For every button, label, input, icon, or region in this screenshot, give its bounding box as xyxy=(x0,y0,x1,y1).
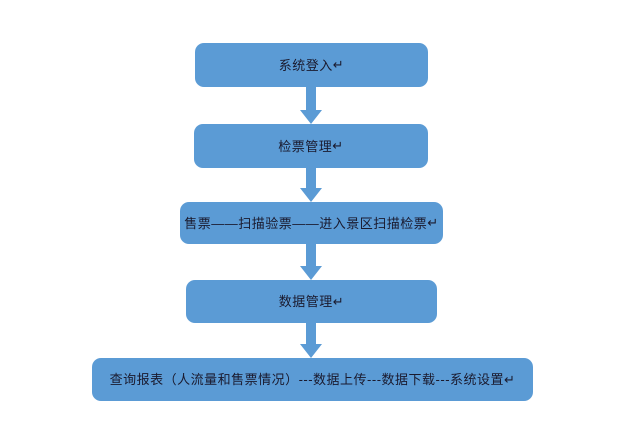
flow-node-reports-upload-download-settings[interactable]: 查询报表（人流量和售票情况）---数据上传---数据下载---系统设置↵ xyxy=(92,358,533,401)
paragraph-mark-icon: ↵ xyxy=(332,293,345,309)
down-block-arrow-icon xyxy=(300,86,322,124)
paragraph-mark-icon: ↵ xyxy=(332,57,345,72)
paragraph-mark-icon: ↵ xyxy=(504,371,516,387)
flow-node-sell-scan-enter[interactable]: 售票——扫描验票——进入景区扫描检票↵ xyxy=(180,202,443,244)
flow-node-data-management[interactable]: 数据管理↵ xyxy=(186,280,437,323)
flow-node-label: 检票管理 xyxy=(278,138,333,154)
connector-arrow-3 xyxy=(299,243,323,281)
connector-arrow-2 xyxy=(299,167,323,203)
paragraph-mark-icon: ↵ xyxy=(427,215,439,230)
connector-arrow-1 xyxy=(299,86,323,125)
flow-node-ticket-check-management[interactable]: 检票管理↵ xyxy=(194,124,428,168)
down-block-arrow-icon xyxy=(300,167,322,202)
connector-arrow-4 xyxy=(299,322,323,359)
down-block-arrow-icon xyxy=(300,322,322,358)
down-block-arrow-icon xyxy=(300,243,322,280)
flow-node-label: 售票——扫描验票——进入景区扫描检票 xyxy=(184,215,428,231)
flow-node-label: 查询报表（人流量和售票情况）---数据上传---数据下载---系统设置 xyxy=(109,372,505,387)
flow-node-label: 系统登入 xyxy=(278,57,333,73)
flow-node-system-login[interactable]: 系统登入↵ xyxy=(195,43,428,87)
flow-node-label: 数据管理 xyxy=(278,294,333,309)
paragraph-mark-icon: ↵ xyxy=(332,138,344,153)
